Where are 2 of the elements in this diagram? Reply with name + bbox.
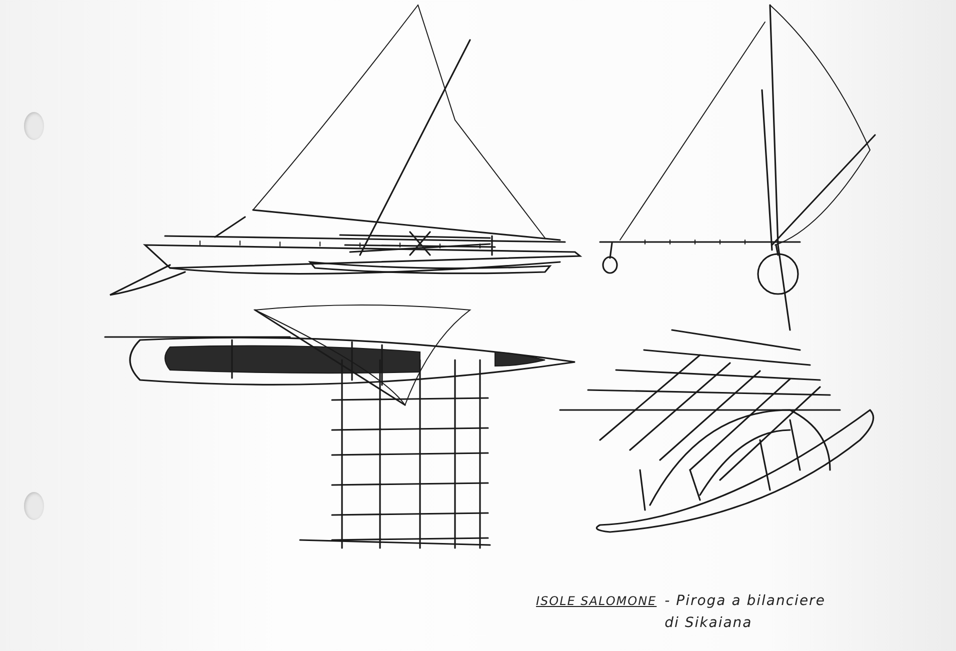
caption-text: - Piroga a bilanciere di Sikaiana — [664, 592, 826, 633]
place-name: ISOLE SALOMONE — [536, 594, 657, 608]
